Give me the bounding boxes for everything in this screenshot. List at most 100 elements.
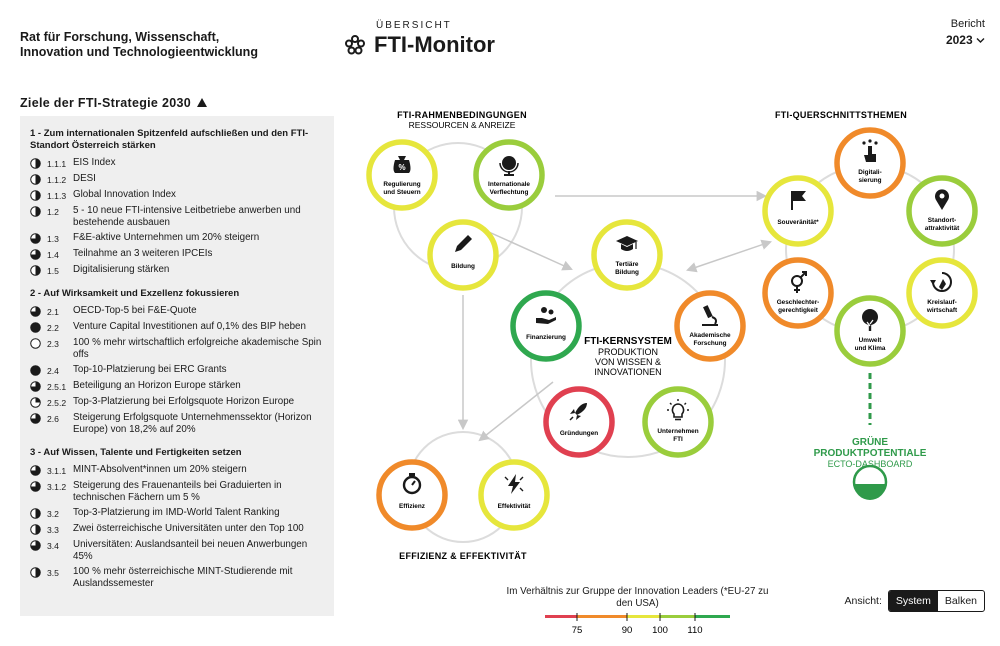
node-label-line2: Bildung	[615, 269, 639, 276]
node-label-line1: Bildung	[451, 263, 475, 270]
flag-icon	[791, 191, 806, 210]
green-subtitle: ECTO-DASHBOARD	[828, 459, 913, 469]
goal-number: 1.1.2	[47, 175, 67, 185]
node-effizienz[interactable]: Effizienz	[376, 459, 448, 531]
arrow-rahmen-kern	[479, 227, 573, 271]
goal-label: Venture Capital Investitionen auf 0,1% d…	[73, 321, 306, 332]
goal-label: 100 % mehr österreichische MINT-Studiere…	[73, 566, 293, 589]
org-name-line1: Rat für Forschung, Wissenschaft,	[20, 30, 220, 44]
node-label-line2: wirtschaft	[926, 307, 958, 314]
node-souveraenitaet[interactable]: Souveränität*	[762, 175, 834, 247]
ecto-dashboard-button[interactable]	[852, 373, 888, 500]
node-effektivitaet[interactable]: Effektivität	[478, 459, 550, 531]
node-bildung[interactable]: Bildung	[427, 219, 499, 291]
node-ring	[906, 257, 978, 329]
globe-icon	[499, 156, 519, 176]
node-finanzierung[interactable]: Finanzierung	[510, 290, 582, 362]
view-label: Ansicht:	[844, 595, 882, 607]
progress-pie-icon	[30, 567, 41, 578]
progress-pie-icon	[30, 540, 41, 551]
goals-toggle[interactable]: Ziele der FTI-Strategie 2030	[20, 96, 207, 110]
progress-pie-icon	[30, 249, 41, 260]
goals-panel: 1 - Zum internationalen Spitzenfeld aufs…	[20, 116, 334, 616]
node-standort[interactable]: Standort-attraktivität	[906, 175, 978, 247]
goal-section-title: 2 - Auf Wirksamkeit und Exzellenz fokuss…	[30, 288, 240, 299]
goal-item[interactable]: 2.2 Venture Capital Investitionen auf 0,1…	[30, 321, 324, 334]
node-gruendungen[interactable]: Gründungen	[543, 386, 615, 458]
node-label-line1: Tertiäre	[616, 261, 639, 268]
goal-number: 3.4	[47, 541, 59, 551]
progress-pie-icon	[30, 381, 41, 392]
goal-label: 100 % mehr wirtschaftlich erfolgreiche a…	[73, 337, 322, 360]
view-system-button[interactable]: System	[888, 591, 938, 611]
goal-item[interactable]: 2.3 100 % mehr wirtschaftlich erfolgreich…	[30, 337, 324, 361]
group-kern-title: FTI-KERNSYSTEM	[584, 336, 672, 347]
goal-label: Top-3-Platzierung bei Erfolgsquote Horiz…	[73, 396, 295, 407]
recycle-icon	[930, 272, 952, 292]
node-digitalisierung[interactable]: Digitali-sierung	[834, 127, 906, 199]
node-label-line1: Geschlechter-	[777, 299, 820, 306]
node-label-line1: Gründungen	[560, 430, 598, 437]
brand: ÜBERSICHT FTI-Monitor	[344, 20, 495, 58]
view-bars-button[interactable]: Balken	[944, 595, 977, 607]
goal-number: 2.4	[47, 366, 59, 376]
group-kern-sub1: PRODUKTION	[598, 347, 658, 357]
goal-number: 2.5.1	[47, 382, 67, 392]
goal-label: Steigerung Erfolgsquote Unternehmenssekt…	[73, 412, 312, 435]
money-bag-icon: %	[393, 156, 411, 173]
progress-pie-icon	[30, 265, 41, 276]
node-ring	[510, 290, 582, 362]
goal-number: 1.3	[47, 234, 59, 244]
node-label-line1: Souveränität*	[777, 219, 819, 226]
goal-number: 2.3	[47, 339, 59, 349]
node-label-line2: Forschung	[693, 340, 726, 347]
node-ring	[834, 127, 906, 199]
goal-number: 2.2	[47, 323, 59, 333]
legend-segment	[695, 615, 730, 618]
goal-number: 1.2	[47, 207, 59, 217]
green-title-line1: GRÜNE	[852, 435, 888, 448]
goal-item[interactable]: 3.5 100 % mehr österreichische MINT-Studi…	[30, 566, 324, 590]
goal-number: 3.5	[47, 568, 59, 578]
lightbulb-icon	[667, 399, 689, 421]
progress-pie-icon	[30, 413, 41, 424]
goal-label: Digitalisierung stärken	[73, 264, 170, 275]
arrow-kern-quer	[686, 239, 772, 273]
hand-coins-icon	[536, 307, 556, 324]
node-geschlechter[interactable]: Geschlechter-gerechtigkeit	[762, 257, 834, 329]
goal-number: 3.3	[47, 525, 59, 535]
gauge-fill	[854, 484, 886, 500]
node-ring	[906, 175, 978, 247]
node-kreislauf[interactable]: Kreislauf-wirtschaft	[906, 257, 978, 329]
goal-number: 1.1.3	[47, 191, 67, 201]
report-year-dropdown[interactable]: 2023	[946, 33, 985, 47]
goal-number: 2.1	[47, 307, 59, 317]
legend-text: Im Verhältnis zur Gruppe der Innovation …	[506, 586, 769, 609]
node-label-line2: und Steuern	[383, 189, 420, 196]
goal-section-title: 3 - Auf Wissen, Talente und Fertigkeiten…	[30, 447, 242, 458]
